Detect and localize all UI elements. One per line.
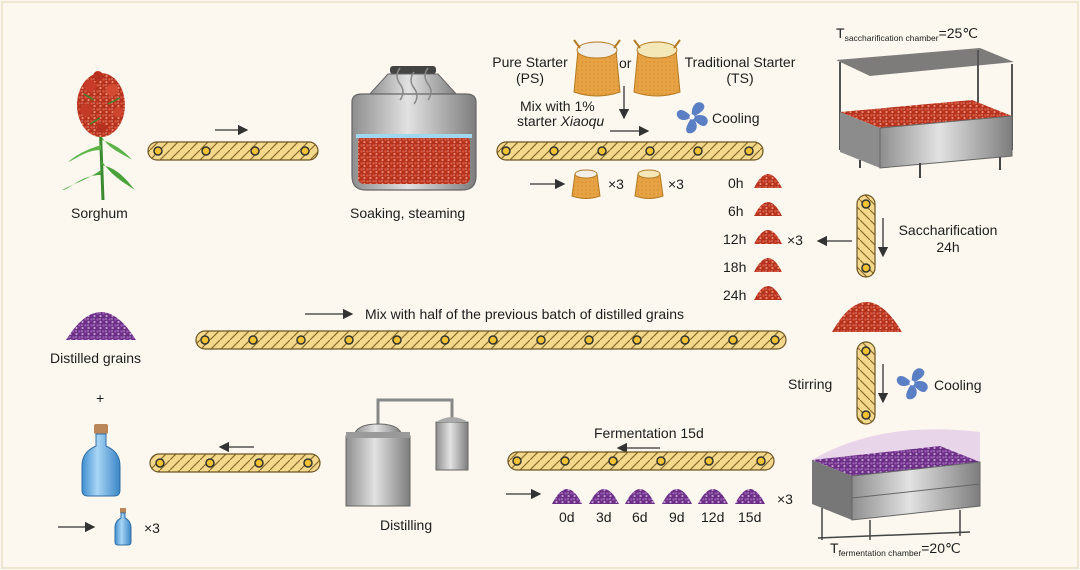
- label-t-ferm-sub: fermentation chamber: [838, 548, 922, 558]
- label-mix-half: Mix with half of the previous batch of d…: [365, 306, 685, 322]
- conveyor-belt-bottom-left: [149, 453, 321, 473]
- label-t-sacch-sub: saccharification chamber: [844, 33, 939, 43]
- fermentation-chamber-icon: [812, 429, 981, 540]
- label-time-12h: 12h: [723, 231, 747, 247]
- label-plus: +: [96, 390, 105, 406]
- label-saccharification: Saccharification: [898, 222, 998, 238]
- label-x3-ps: ×3: [608, 176, 624, 192]
- label-x3-bottle: ×3: [144, 520, 160, 536]
- label-distilled-grains: Distilled grains: [50, 350, 142, 366]
- distilled-grains-pile: [66, 312, 136, 340]
- label-time-24h: 24h: [723, 287, 747, 303]
- label-traditional-starter-abbr: (TS): [726, 70, 754, 86]
- label-sorghum: Sorghum: [71, 205, 128, 221]
- liquor-bottle-icon: [81, 424, 121, 497]
- grain-piles-day-points: [552, 489, 765, 504]
- label-time-0h: 0h: [728, 175, 744, 191]
- label-day-9d: 9d: [669, 509, 685, 525]
- cooling-fan-icon: [676, 102, 708, 134]
- label-day-6d: 6d: [632, 509, 648, 525]
- pure-starter-bag-icon: [573, 39, 621, 97]
- label-x3-days: ×3: [777, 491, 793, 507]
- label-saccharification-duration: 24h: [936, 239, 960, 255]
- label-cooling-top: Cooling: [712, 110, 760, 126]
- label-time-6h: 6h: [728, 203, 744, 219]
- label-t-sacch-value: =25℃: [938, 25, 979, 41]
- sorghum-plant-icon: [62, 71, 135, 201]
- conveyor-vertical-2: [856, 341, 876, 425]
- label-xiaoqu: Xiaoqu: [560, 113, 605, 129]
- conveyor-belt-2: [496, 141, 764, 161]
- label-day-0d: 0d: [559, 509, 575, 525]
- conveyor-belt-1: [147, 141, 319, 161]
- label-soaking-steaming: Soaking, steaming: [350, 205, 466, 221]
- label-t-ferm-value: =20℃: [921, 540, 961, 556]
- label-fermentation: Fermentation 15d: [594, 425, 704, 441]
- conveyor-belt-long: [195, 330, 787, 350]
- label-t-saccharification: Tsaccharification chamber=25℃: [836, 25, 978, 46]
- label-day-12d: 12d: [701, 509, 725, 525]
- saccharified-grain-pile: [832, 302, 902, 332]
- small-bottle-icon: [114, 508, 132, 546]
- saccharification-chamber-icon: [836, 48, 1014, 178]
- label-mix-percent: Mix with 1%: [520, 98, 595, 114]
- label-t-ferm-symbol: T: [830, 540, 839, 556]
- label-mix-starter-word: starter: [517, 113, 557, 129]
- label-or: or: [619, 55, 632, 71]
- label-day-15d: 15d: [738, 509, 762, 525]
- cooling-fan-icon-bottom: [896, 368, 928, 400]
- grain-piles-time-points: [754, 174, 782, 300]
- traditional-starter-bag-icon: [633, 39, 681, 97]
- small-ts-bag-icon: [634, 169, 664, 199]
- steamer-pot-icon: [351, 66, 477, 191]
- conveyor-belt-fermentation: [507, 451, 775, 471]
- label-pure-starter: Pure Starter: [492, 54, 568, 70]
- label-stirring: Stirring: [788, 376, 833, 392]
- label-day-3d: 3d: [596, 509, 612, 525]
- conveyor-vertical-1: [856, 194, 876, 278]
- label-x3-ts: ×3: [668, 176, 684, 192]
- label-distilling: Distilling: [380, 517, 433, 533]
- label-mix-starter: starter Xiaoqu: [517, 113, 604, 129]
- label-x3-time: ×3: [787, 232, 803, 248]
- label-pure-starter-abbr: (PS): [516, 70, 544, 86]
- label-traditional-starter: Traditional Starter: [684, 54, 796, 70]
- label-t-fermentation: Tfermentation chamber=20℃: [830, 540, 961, 561]
- label-cooling-bottom: Cooling: [934, 377, 982, 393]
- distiller-icon: [345, 398, 469, 507]
- label-time-18h: 18h: [723, 259, 747, 275]
- label-t-sacch-symbol: T: [836, 25, 845, 41]
- small-ps-bag-icon: [571, 169, 601, 199]
